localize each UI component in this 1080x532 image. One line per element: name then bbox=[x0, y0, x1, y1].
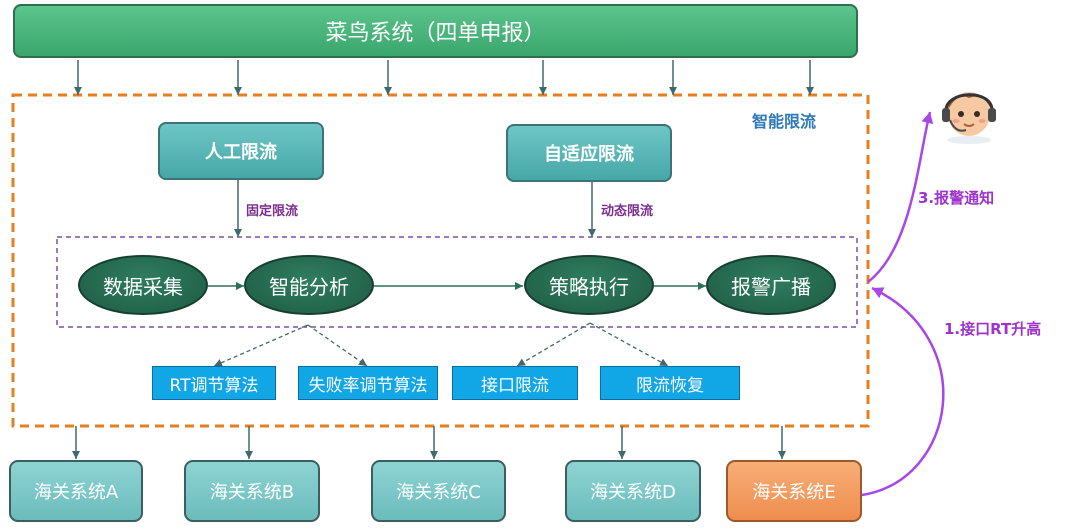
smart-analysis-label: 智能分析 bbox=[269, 274, 349, 299]
rt-adjust-algo-label: RT调节算法 bbox=[169, 375, 259, 396]
customs-system-b-box: 海关系统B bbox=[184, 460, 320, 522]
customs-system-e-box: 海关系统E bbox=[726, 460, 862, 522]
dynamic-throttle-note: 动态限流 bbox=[601, 204, 654, 219]
customs-system-c-label: 海关系统C bbox=[396, 482, 481, 503]
pipeline-frame bbox=[56, 236, 858, 328]
throttle-recovery-box: 限流恢复 bbox=[600, 366, 740, 400]
throttle-recovery-label: 限流恢复 bbox=[636, 375, 704, 396]
customs-system-b-label: 海关系统B bbox=[209, 482, 295, 503]
alert-notify-label: 3.报警通知 bbox=[918, 189, 995, 207]
rt-rise-arrow bbox=[861, 286, 945, 497]
algorithm-arrows bbox=[213, 322, 669, 367]
customs-system-d-label: 海关系统D bbox=[590, 482, 676, 503]
rt-adjust-algo-box: RT调节算法 bbox=[152, 366, 276, 400]
alert-notify-arrow bbox=[867, 111, 934, 283]
top-arrows bbox=[74, 60, 814, 95]
strategy-execution-label: 策略执行 bbox=[549, 274, 629, 299]
customs-system-e-label: 海关系统E bbox=[752, 482, 836, 503]
manual-throttle-box: 人工限流 bbox=[158, 122, 324, 180]
cainiao-system-bar: 菜鸟系统（四单申报） bbox=[13, 4, 858, 58]
customs-system-d-box: 海关系统D bbox=[565, 460, 701, 522]
customs-system-a-label: 海关系统A bbox=[33, 482, 119, 503]
customs-arrows bbox=[72, 426, 786, 459]
smart-throttle-frame bbox=[11, 93, 870, 428]
manual-throttle-label: 人工限流 bbox=[205, 142, 277, 163]
operator-avatar-icon bbox=[942, 92, 996, 144]
cainiao-system-label: 菜鸟系统（四单申报） bbox=[325, 21, 546, 46]
customs-system-c-box: 海关系统C bbox=[371, 460, 506, 522]
data-collection-node: 数据采集 bbox=[78, 255, 208, 315]
failure-rate-algo-box: 失败率调节算法 bbox=[298, 366, 438, 400]
strategy-arrows bbox=[234, 180, 596, 237]
adaptive-throttle-label: 自适应限流 bbox=[544, 144, 634, 165]
rt-rise-label: 1.接口RT升高 bbox=[944, 320, 1042, 338]
alert-broadcast-label: 报警广播 bbox=[731, 274, 811, 299]
interface-throttle-label: 接口限流 bbox=[481, 375, 549, 396]
smart-analysis-node: 智能分析 bbox=[244, 255, 374, 315]
customs-system-a-box: 海关系统A bbox=[9, 460, 143, 522]
failure-rate-algo-label: 失败率调节算法 bbox=[308, 375, 428, 396]
data-collection-label: 数据采集 bbox=[103, 274, 183, 299]
alert-broadcast-node: 报警广播 bbox=[706, 255, 836, 315]
interface-throttle-box: 接口限流 bbox=[452, 366, 578, 400]
smart-throttle-label: 智能限流 bbox=[752, 112, 817, 131]
adaptive-throttle-box: 自适应限流 bbox=[506, 124, 672, 182]
strategy-execution-node: 策略执行 bbox=[524, 255, 654, 315]
fixed-throttle-note: 固定限流 bbox=[246, 204, 299, 219]
